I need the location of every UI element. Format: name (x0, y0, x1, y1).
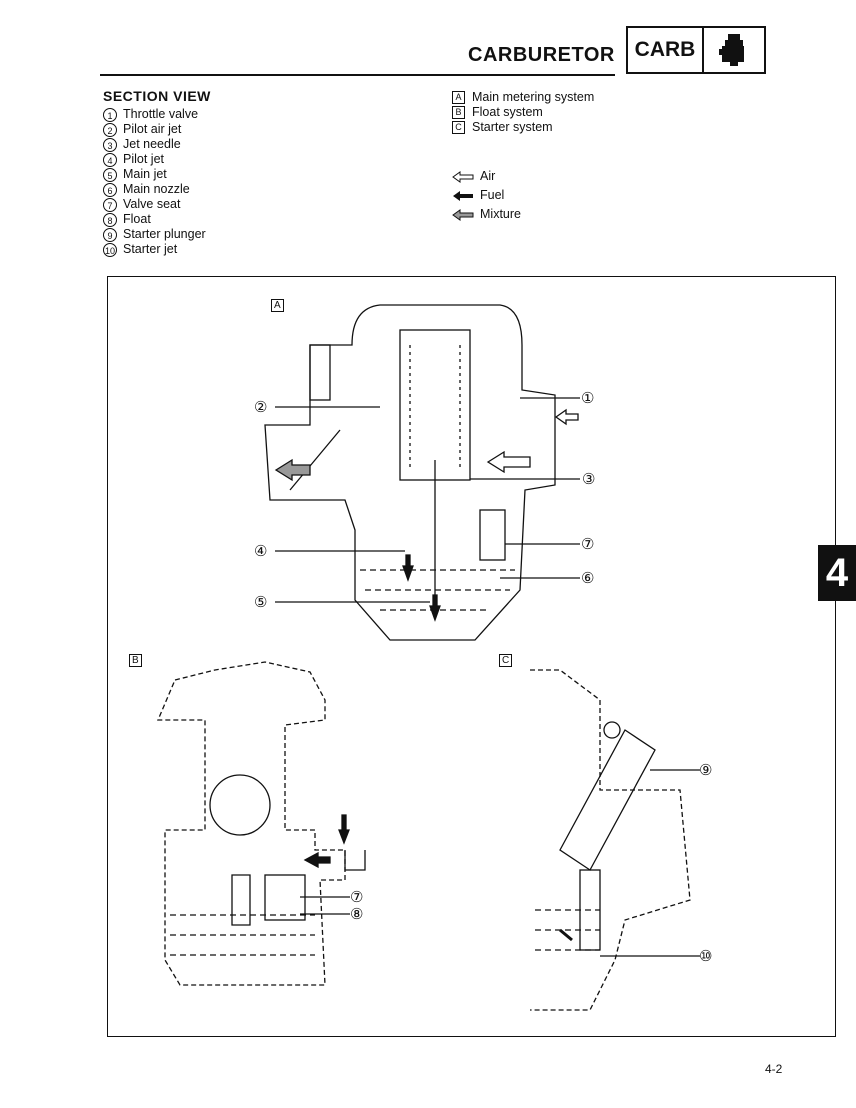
chapter-tab: 4 (818, 545, 856, 601)
callout-6: ⑥ (581, 570, 595, 587)
panel-c-drawing (530, 669, 700, 1011)
parts-list: 1 Throttle valve 2 Pilot air jet 3 Jet need… (103, 107, 206, 257)
system-label: Main metering system (472, 90, 595, 104)
callout-3: ③ (582, 471, 596, 488)
flow-legend: Air Fuel Mixture (452, 167, 521, 224)
system-label: Starter system (472, 120, 553, 134)
part-label: Pilot air jet (123, 122, 182, 136)
part-label: Jet needle (123, 137, 181, 151)
part-item: 5 Main jet (103, 167, 206, 182)
panel-a-label: A (271, 299, 284, 312)
flow-label: Air (480, 169, 496, 183)
part-item: 1 Throttle valve (103, 107, 206, 122)
part-number: 7 (103, 197, 117, 212)
system-key: C (452, 121, 465, 135)
part-label: Throttle valve (123, 107, 199, 121)
part-label: Starter plunger (123, 227, 206, 241)
part-number: 4 (103, 152, 117, 167)
callout-7-float: ⑦ (350, 889, 364, 906)
flow-label: Fuel (480, 188, 505, 202)
part-item: 3 Jet needle (103, 137, 206, 152)
callout-5: ⑤ (254, 594, 268, 611)
air-arrow-icon (452, 170, 474, 183)
callout-10: ⑩ (699, 948, 713, 965)
system-key: A (452, 91, 465, 105)
part-number: 1 (103, 107, 117, 122)
section-heading: SECTION VIEW (103, 88, 211, 104)
part-label: Pilot jet (123, 152, 164, 166)
panel-b-drawing (157, 661, 366, 986)
part-number: 8 (103, 212, 117, 227)
part-number: 10 (103, 242, 117, 257)
panel-c-label: C (499, 654, 513, 667)
chapter-badge: CARB (626, 26, 766, 74)
part-number: 9 (103, 227, 117, 242)
callout-7: ⑦ (581, 536, 595, 553)
carburetor-icon (704, 28, 764, 72)
panel-b-label: B (129, 654, 142, 667)
panel-a-drawing (264, 304, 580, 641)
part-item: 6 Main nozzle (103, 182, 206, 197)
part-item: 8 Float (103, 212, 206, 227)
part-item: 10 Starter jet (103, 242, 206, 257)
mixture-arrow-icon (452, 208, 474, 221)
callout-1: ① (581, 390, 595, 407)
page-title: CARBURETOR (468, 44, 615, 66)
part-number: 2 (103, 122, 117, 137)
part-item: 7 Valve seat (103, 197, 206, 212)
flow-item: Fuel (452, 186, 521, 205)
callout-4: ④ (254, 543, 268, 560)
part-number: 3 (103, 137, 117, 152)
callout-9: ⑨ (699, 762, 713, 779)
flow-item: Air (452, 167, 521, 186)
callout-8: ⑧ (350, 906, 364, 923)
part-label: Starter jet (123, 242, 178, 256)
system-item: A Main metering system (452, 90, 594, 105)
systems-legend: A Main metering system B Float system C Sta… (452, 90, 594, 135)
flow-label: Mixture (480, 207, 521, 221)
part-item: 2 Pilot air jet (103, 122, 206, 137)
badge-text: CARB (628, 28, 704, 72)
part-item: 9 Starter plunger (103, 227, 206, 242)
system-key: B (452, 106, 465, 120)
fuel-arrow-icon (453, 190, 473, 201)
part-item: 4 Pilot jet (103, 152, 206, 167)
page-number: 4-2 (765, 1062, 783, 1076)
part-number: 6 (103, 182, 117, 197)
system-item: C Starter system (452, 120, 594, 135)
flow-item: Mixture (452, 205, 521, 224)
title-rule (100, 74, 615, 76)
part-number: 5 (103, 167, 117, 182)
part-label: Valve seat (123, 197, 181, 211)
system-item: B Float system (452, 105, 594, 120)
system-label: Float system (472, 105, 543, 119)
diagram-frame (107, 276, 836, 1037)
callout-2: ② (254, 399, 268, 416)
part-label: Main nozzle (123, 182, 190, 196)
part-label: Main jet (123, 167, 167, 181)
part-label: Float (123, 212, 151, 226)
